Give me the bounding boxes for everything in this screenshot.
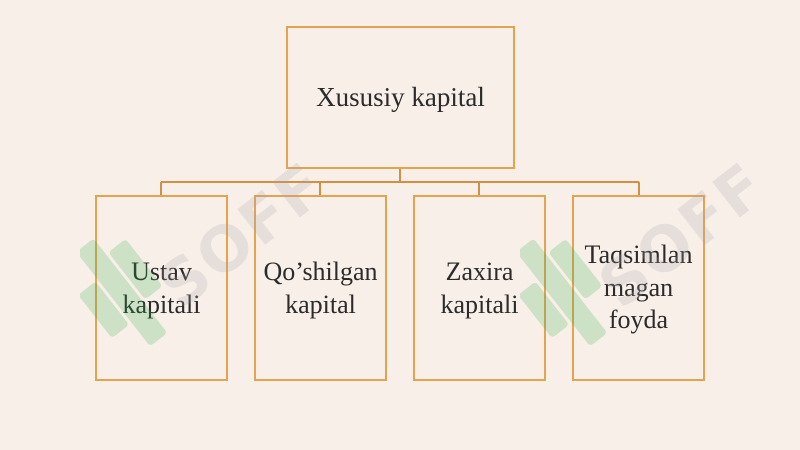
child-node-taqsimlanmagan-foyda: Taqsimlan magan foyda — [572, 195, 705, 381]
child-node-label: Zaxira kapitali — [440, 256, 519, 319]
root-node: Xususiy kapital — [286, 26, 515, 169]
child-node-qoshilgan-kapital: Qo’shilgan kapital — [254, 195, 387, 381]
child-node-label: Qo’shilgan kapital — [263, 256, 378, 319]
child-node-label: Ustav kapitali — [122, 256, 201, 319]
child-node-ustav-kapitali: Ustav kapitali — [95, 195, 228, 381]
child-node-zaxira-kapitali: Zaxira kapitali — [413, 195, 546, 381]
root-node-label: Xususiy kapital — [316, 82, 485, 113]
child-node-label: Taqsimlan magan foyda — [584, 240, 693, 335]
